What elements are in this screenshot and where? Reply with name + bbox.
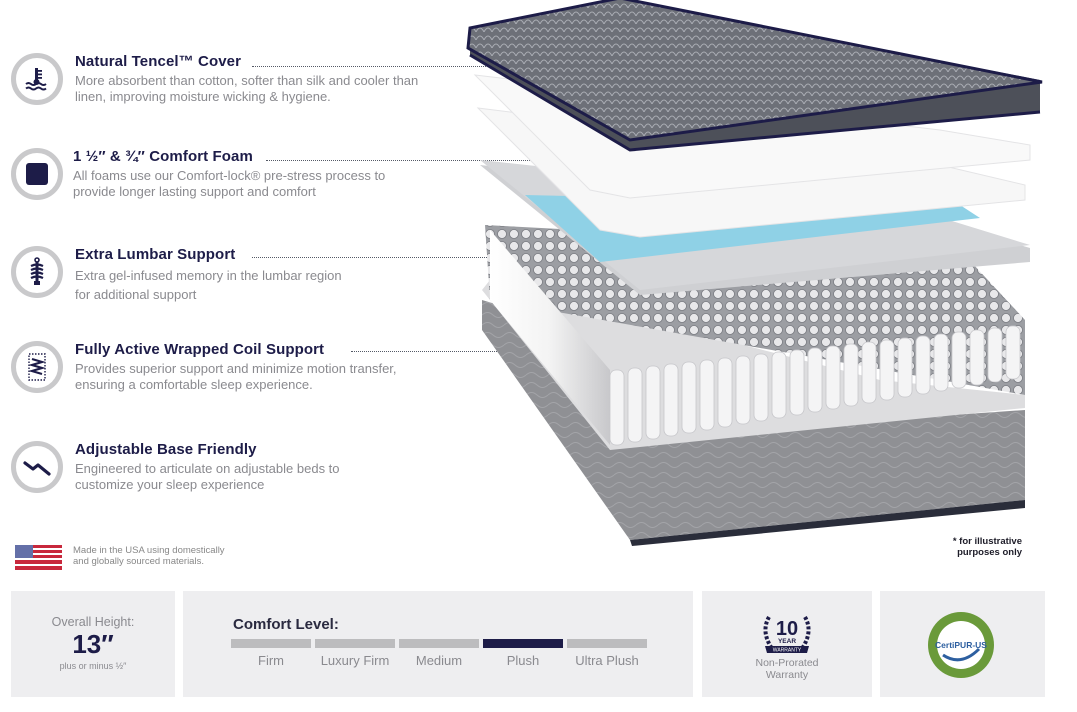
feature-tencel-cover: Natural Tencel™ Cover More absorbent tha…	[11, 53, 611, 113]
usa-flag-icon	[15, 545, 62, 570]
comfort-bar	[399, 639, 479, 648]
leader-line-coil	[351, 351, 581, 352]
certipur-seal-icon: CertiPUR-US	[928, 612, 994, 678]
illustrative-disclaimer: * for illustrative purposes only	[940, 536, 1022, 558]
leader-line-lumbar	[252, 257, 591, 258]
svg-text:WARRANTY: WARRANTY	[773, 648, 802, 654]
comfort-scale: Firm Luxury Firm Medium Plush Ultra Plus…	[231, 639, 647, 668]
coil-icon-ring	[11, 341, 63, 393]
feature-description-line: Extra gel-infused memory in the lumbar r…	[75, 268, 342, 283]
disclaimer-line: * for illustrative	[952, 536, 1022, 547]
feature-description: Engineered to articulate on adjustable b…	[75, 461, 340, 492]
adjustable-icon-ring	[11, 441, 63, 493]
overall-height-panel: Overall Height: 13″ plus or minus ½″	[11, 591, 175, 697]
comfort-level-name: Plush	[506, 653, 540, 668]
warranty-line: Warranty	[765, 669, 809, 681]
coil-icon	[28, 353, 46, 381]
feature-lumbar-support: Extra Lumbar Support Extra gel-infused m…	[11, 246, 611, 306]
svg-text:10: 10	[776, 618, 798, 640]
thermometer-water-icon	[25, 68, 47, 91]
foam-square-icon	[26, 163, 48, 185]
comfort-level-label: Comfort Level:	[233, 616, 339, 633]
feature-coil-support: Fully Active Wrapped Coil Support Provid…	[11, 341, 611, 401]
adjustable-base-icon	[23, 461, 51, 476]
lumbar-icon-ring	[11, 246, 63, 298]
feature-description: Provides superior support and minimize m…	[75, 361, 397, 392]
feature-title: Natural Tencel™ Cover	[75, 53, 242, 70]
feature-title: Extra Lumbar Support	[75, 246, 236, 263]
feature-comfort-foam: 1 ½″ & ¾″ Comfort Foam All foams use our…	[11, 148, 611, 208]
svg-text:CertiPUR-US: CertiPUR-US	[935, 640, 987, 650]
foam-icon-ring	[11, 148, 63, 200]
feature-title: 1 ½″ & ¾″ Comfort Foam	[73, 148, 253, 165]
feature-description: All foams use our Comfort-lock® pre-stre…	[73, 168, 386, 199]
made-in-usa-line: and globally sourced materials.	[73, 555, 204, 567]
comfort-level-name: Luxury Firm	[320, 653, 390, 668]
warranty-panel: 10 YEAR WARRANTY Non-Prorated Warranty	[702, 591, 872, 697]
feature-adjustable-base: Adjustable Base Friendly Engineered to a…	[11, 441, 611, 501]
comfort-bar	[567, 639, 647, 648]
feature-description-line: for additional support	[75, 287, 197, 302]
spine-icon	[30, 257, 44, 285]
feature-description: More absorbent than cotton, softer than …	[75, 73, 419, 104]
comfort-bar	[315, 639, 395, 648]
comfort-level-luxury-firm: Luxury Firm	[315, 639, 395, 668]
height-tolerance: plus or minus ½″	[59, 661, 127, 671]
comfort-bar-active	[483, 639, 563, 648]
comfort-level-name: Ultra Plush	[575, 653, 639, 668]
tencel-icon-ring	[11, 53, 63, 105]
warranty-line: Non-Prorated	[755, 657, 819, 669]
mattress-layers-illustration	[466, 0, 1043, 546]
feature-title: Fully Active Wrapped Coil Support	[75, 341, 325, 358]
comfort-level-name: Medium	[415, 653, 463, 668]
height-label: Overall Height:	[51, 615, 135, 629]
made-in-usa-text: Made in the USA using domestically and g…	[73, 545, 273, 567]
leader-line-foam	[266, 160, 558, 161]
feature-description: Extra gel-infused memory in the lumbar r…	[75, 266, 445, 304]
comfort-level-medium: Medium	[399, 639, 479, 668]
comfort-level-firm: Firm	[231, 639, 311, 668]
warranty-laurel-icon: 10 YEAR WARRANTY	[757, 613, 817, 657]
leader-line-cover	[252, 66, 594, 67]
comfort-bar	[231, 639, 311, 648]
height-value: 13″	[72, 629, 114, 659]
coil-columns	[609, 325, 1021, 446]
comfort-level-ultra-plush: Ultra Plush	[567, 639, 647, 668]
comfort-level-plush: Plush	[483, 639, 563, 668]
comfort-level-panel: Comfort Level: Firm Luxury Firm Medium P…	[183, 591, 693, 697]
certipur-panel: CertiPUR-US	[880, 591, 1045, 697]
disclaimer-line: purposes only	[957, 547, 1022, 558]
made-in-usa-line: Made in the USA using domestically	[73, 545, 225, 556]
feature-title: Adjustable Base Friendly	[75, 441, 257, 458]
comfort-level-name: Firm	[258, 653, 284, 668]
svg-text:YEAR: YEAR	[778, 638, 796, 645]
